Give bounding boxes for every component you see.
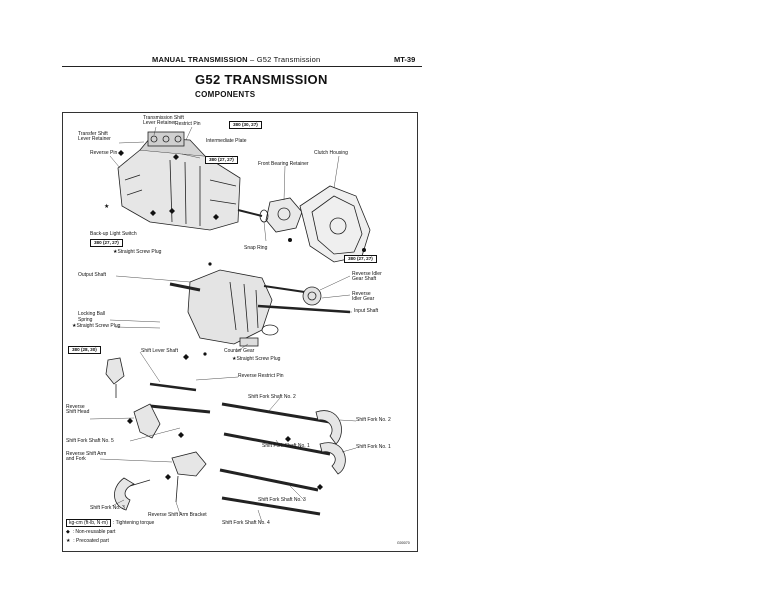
header-rule	[62, 66, 422, 67]
label-line: and Fork	[66, 456, 86, 463]
shift-lever-shaft-part	[105, 357, 125, 398]
leader-lines	[89, 126, 357, 523]
label-line: Shift Head	[66, 409, 90, 416]
label-front-bearing-retainer: Front Bearing Retainer	[258, 161, 309, 167]
label-straight-screw-plug-2: ★Straight Screw Plug	[72, 323, 121, 329]
figure-code: G00070	[397, 541, 410, 545]
legend-precoated-desc: : Precoated part	[73, 538, 109, 544]
label-input-shaft: Input Shaft	[354, 308, 379, 314]
label-shift-lever-shaft: Shift Lever Shaft	[141, 348, 178, 354]
page-header-section: MANUAL TRANSMISSION – G52 Transmission	[152, 55, 320, 64]
label-intermediate-plate: Intermediate Plate	[206, 138, 247, 144]
intermediate-plate-assembly	[169, 269, 351, 347]
label-line: Lever Retainer	[78, 136, 111, 143]
torque-value: 380 (27, 27)	[344, 255, 377, 263]
shift-fork-shafts	[149, 382, 331, 516]
nonreusable-diamond-icon: ◆	[66, 529, 70, 535]
transmission-case-assembly	[117, 131, 263, 231]
label-shift-fork-shaft-1: Shift Fork Shaft No. 1	[262, 443, 310, 449]
label-line: Idler Gear	[352, 296, 375, 303]
label-line: Gear Shaft	[352, 276, 377, 283]
torque-value: 380 (27, 27)	[205, 156, 238, 164]
label-line: Reverse Shift Arm	[66, 451, 107, 457]
header-section: MANUAL TRANSMISSION	[152, 55, 248, 64]
label-snap-ring: Snap Ring	[244, 245, 268, 251]
label-line: Transfer Shift	[78, 131, 108, 137]
label-line: Reverse	[66, 404, 85, 410]
label-shift-fork-shaft-3: Shift Fork Shaft No. 3	[258, 497, 306, 503]
page-subtitle: COMPONENTS	[195, 90, 256, 99]
reverse-shift-arm-and-fork	[171, 451, 207, 503]
legend-torque-desc: : Tightening torque	[112, 520, 155, 526]
label-shift-fork-2: Shift Fork No. 2	[356, 417, 391, 423]
label-line: Lever Retainer	[143, 120, 176, 127]
label-shift-fork-shaft-4: Shift Fork Shaft No. 4	[222, 520, 270, 526]
legend-nonreusable-desc: : Non-reusable part	[72, 529, 116, 535]
shift-fork-no-1	[319, 442, 346, 475]
front-bearing-retainer	[259, 197, 303, 233]
precoated-star-icon: ★	[66, 538, 71, 544]
legend-nonreusable: ◆ : Non-reusable part	[66, 529, 115, 535]
label-locking-ball: Locking Ball	[78, 311, 105, 317]
page-number: MT-39	[394, 55, 416, 64]
page-title: G52 TRANSMISSION	[195, 72, 328, 87]
precoated-marker: ★	[104, 204, 110, 210]
label-straight-screw-plug-1: ★Straight Screw Plug	[113, 249, 162, 255]
label-output-shaft: Output Shaft	[78, 272, 107, 278]
label-shift-fork-1: Shift Fork No. 1	[356, 444, 391, 450]
label-reverse-pin: Reverse Pin	[90, 150, 118, 156]
reverse-idler-gear	[263, 285, 322, 306]
label-reverse-shift-arm-bracket: Reverse Shift Arm Bracket	[148, 512, 207, 518]
label-line: Transmission Shift	[143, 115, 184, 121]
reverse-shift-head	[133, 403, 161, 439]
label-shift-fork-shaft-5: Shift Fork Shaft No. 5	[66, 438, 114, 444]
header-separator: –	[247, 55, 257, 64]
label-counter-gear: Counter Gear	[224, 348, 255, 354]
label-straight-screw-plug-3: ★Straight Screw Plug	[232, 356, 281, 362]
header-subsection: G52 Transmission	[256, 55, 321, 64]
legend-precoated: ★ : Precoated part	[66, 538, 109, 544]
label-shift-fork-3: Shift Fork No. 3	[90, 505, 125, 511]
label-backup-light-switch: Back-up Light Switch	[90, 231, 137, 237]
label-reverse-restrict-pin: Reverse Restrict Pin	[238, 373, 284, 379]
torque-value: 380 (28, 30)	[68, 346, 101, 354]
label-spring: Spring	[78, 317, 93, 323]
clutch-housing	[299, 185, 371, 263]
shift-fork-no-2	[315, 410, 342, 445]
label-restrict-pin: Restrict Pin	[175, 121, 201, 127]
legend-torque: kg-cm (ft-lb, N·m): Tightening torque	[66, 519, 154, 527]
label-clutch-housing: Clutch Housing	[314, 150, 348, 156]
nonreusable-markers	[118, 150, 366, 490]
shift-fork-no-3	[114, 477, 151, 511]
label-line: Reverse	[352, 291, 371, 297]
label-line: Reverse Idler	[352, 271, 382, 277]
torque-value: 380 (30, 27)	[229, 121, 262, 129]
torque-value: 380 (27, 27)	[90, 239, 123, 247]
legend-torque-unit: kg-cm (ft-lb, N·m)	[66, 519, 111, 527]
diagram-frame	[62, 112, 418, 552]
label-shift-fork-shaft-2: Shift Fork Shaft No. 2	[248, 394, 296, 400]
